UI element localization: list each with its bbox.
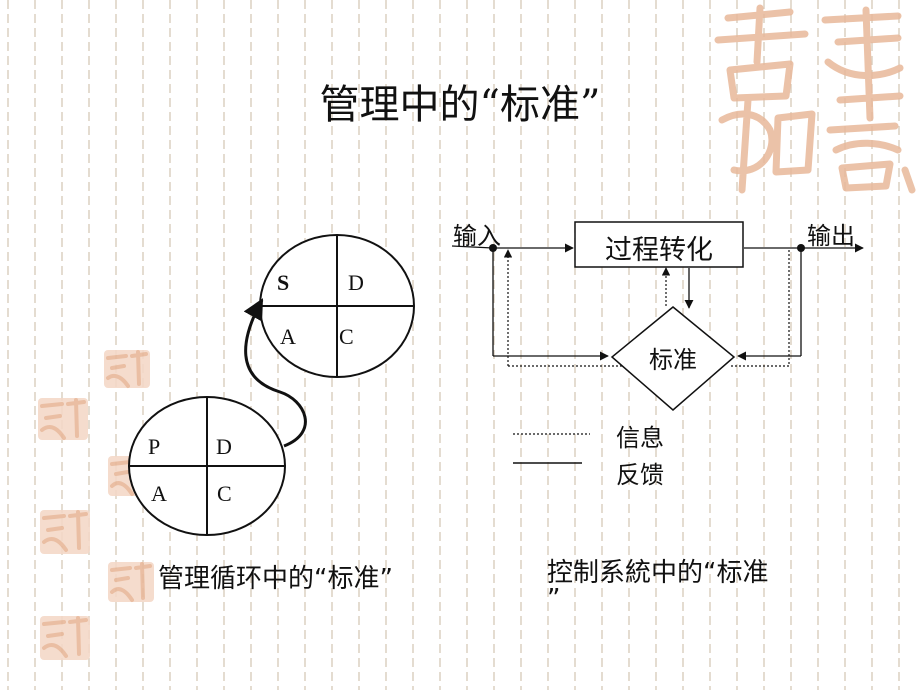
information-dotted-lines xyxy=(503,249,790,367)
control-caption-line1: 控制系統中的“标准 xyxy=(547,558,769,588)
standard-diamond-label: 标准 xyxy=(649,346,697,374)
input-label: 输入 xyxy=(453,222,501,250)
pdca-caption: 管理循环中的“标准” xyxy=(158,564,393,594)
control-caption-line2: ” xyxy=(547,584,561,614)
slide-title: 管理中的“标准” xyxy=(319,82,601,128)
upper-cycle-label-c: C xyxy=(339,324,354,349)
upper-cycle-label-s: S xyxy=(277,270,290,295)
seal-stamp-small-5 xyxy=(108,562,154,602)
seal-stamp-small-6 xyxy=(40,616,90,660)
upper-cycle-label-a: A xyxy=(280,324,296,349)
process-box xyxy=(574,221,744,268)
standard-diamond xyxy=(610,306,736,411)
seal-stamp-large xyxy=(714,4,916,194)
output-node-dot xyxy=(797,244,805,252)
lower-cycle-label-d: D xyxy=(216,434,232,459)
lower-cycle-label-a: A xyxy=(151,481,167,506)
lower-cycle-label-c: C xyxy=(217,481,232,506)
legend-feedback-label: 反馈 xyxy=(616,461,664,489)
legend-information-label: 信息 xyxy=(616,424,664,452)
process-box-label: 过程转化 xyxy=(605,235,713,266)
seal-stamp-small-1 xyxy=(104,350,150,388)
input-node-dot xyxy=(489,244,497,252)
seal-stamp-small-4 xyxy=(40,510,90,554)
upper-cycle-label-d: D xyxy=(348,270,364,295)
output-label: 输出 xyxy=(807,222,855,250)
upper-cycle-circle xyxy=(259,234,415,378)
seal-stamp-small-2 xyxy=(38,398,88,440)
lower-cycle-circle xyxy=(128,396,286,536)
lower-cycle-label-p: P xyxy=(148,434,161,459)
control-system-flow xyxy=(451,243,864,361)
cycle-connector-curve xyxy=(243,298,307,448)
